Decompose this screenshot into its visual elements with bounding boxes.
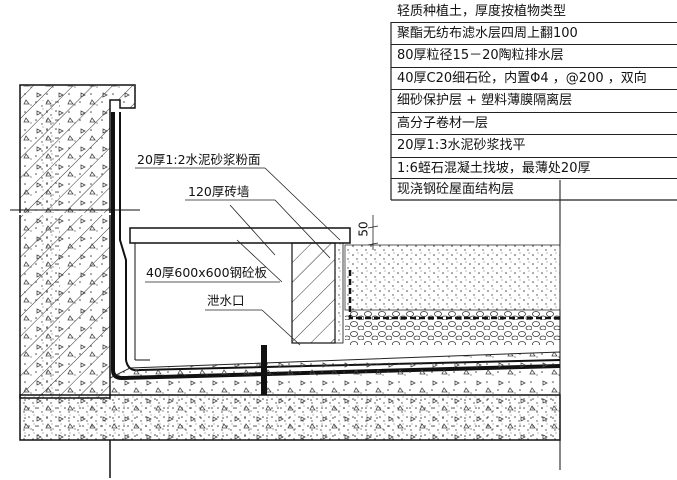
callout-slab: 40厚600x600钢砼板 [146,265,268,280]
drainage-pebbles [345,310,560,345]
layer-label: 80厚粒径15－20陶粒排水层 [391,44,677,66]
layer-label: 细砂保护层 + 塑料薄膜隔离层 [391,89,677,111]
callout-drain: 泄水口 [207,293,245,308]
layer-label: 1:6蛭石混凝土找坡，最薄处20厚 [391,157,677,179]
layer-label: 高分子卷材一层 [391,112,677,134]
brick-wall [291,242,336,344]
planting-soil [344,244,561,311]
dimension-label: 50 [356,221,371,237]
leader-lines [135,167,379,346]
precast-slab [129,227,351,244]
layer-label: 聚酯无纺布滤水层四周上翻100 [391,22,677,44]
screed-layers [109,351,561,396]
layer-label: 现浇钢砼屋面结构层 [391,178,677,200]
parapet-wall [10,84,140,399]
drain-outlet [261,345,267,395]
layer-label: 40厚C20细石砼，内置Φ4 ，@200 ，双向 [391,67,677,89]
callout-mortar: 20厚1:2水泥砂浆粉面 [137,152,261,167]
roof-slab [19,180,561,478]
layer-label: 20厚1:3水泥砂浆找平 [391,134,677,156]
layer-label: 轻质种植土，厚度按植物类型 [397,4,567,19]
callout-brick-wall: 120厚砖墙 [188,184,250,199]
